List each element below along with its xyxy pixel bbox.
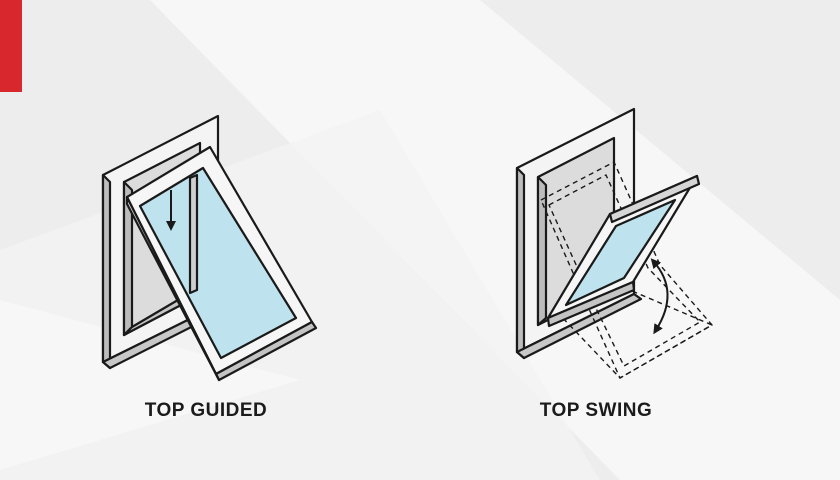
caption-top-swing: TOP SWING	[539, 400, 653, 421]
curved-double-arrow-icon	[650, 258, 669, 335]
caption-top-guided: TOP GUIDED	[144, 400, 268, 421]
brand-logo-corner	[0, 0, 22, 92]
swing-ghost-outline	[540, 161, 713, 379]
sash-glass	[564, 198, 677, 307]
guide-rail	[188, 173, 199, 295]
top-guided-window	[101, 114, 318, 382]
frame-side-face	[515, 166, 526, 360]
sash-glass	[138, 166, 298, 360]
top-swing-window	[515, 107, 713, 379]
frame-side-face	[101, 173, 112, 370]
